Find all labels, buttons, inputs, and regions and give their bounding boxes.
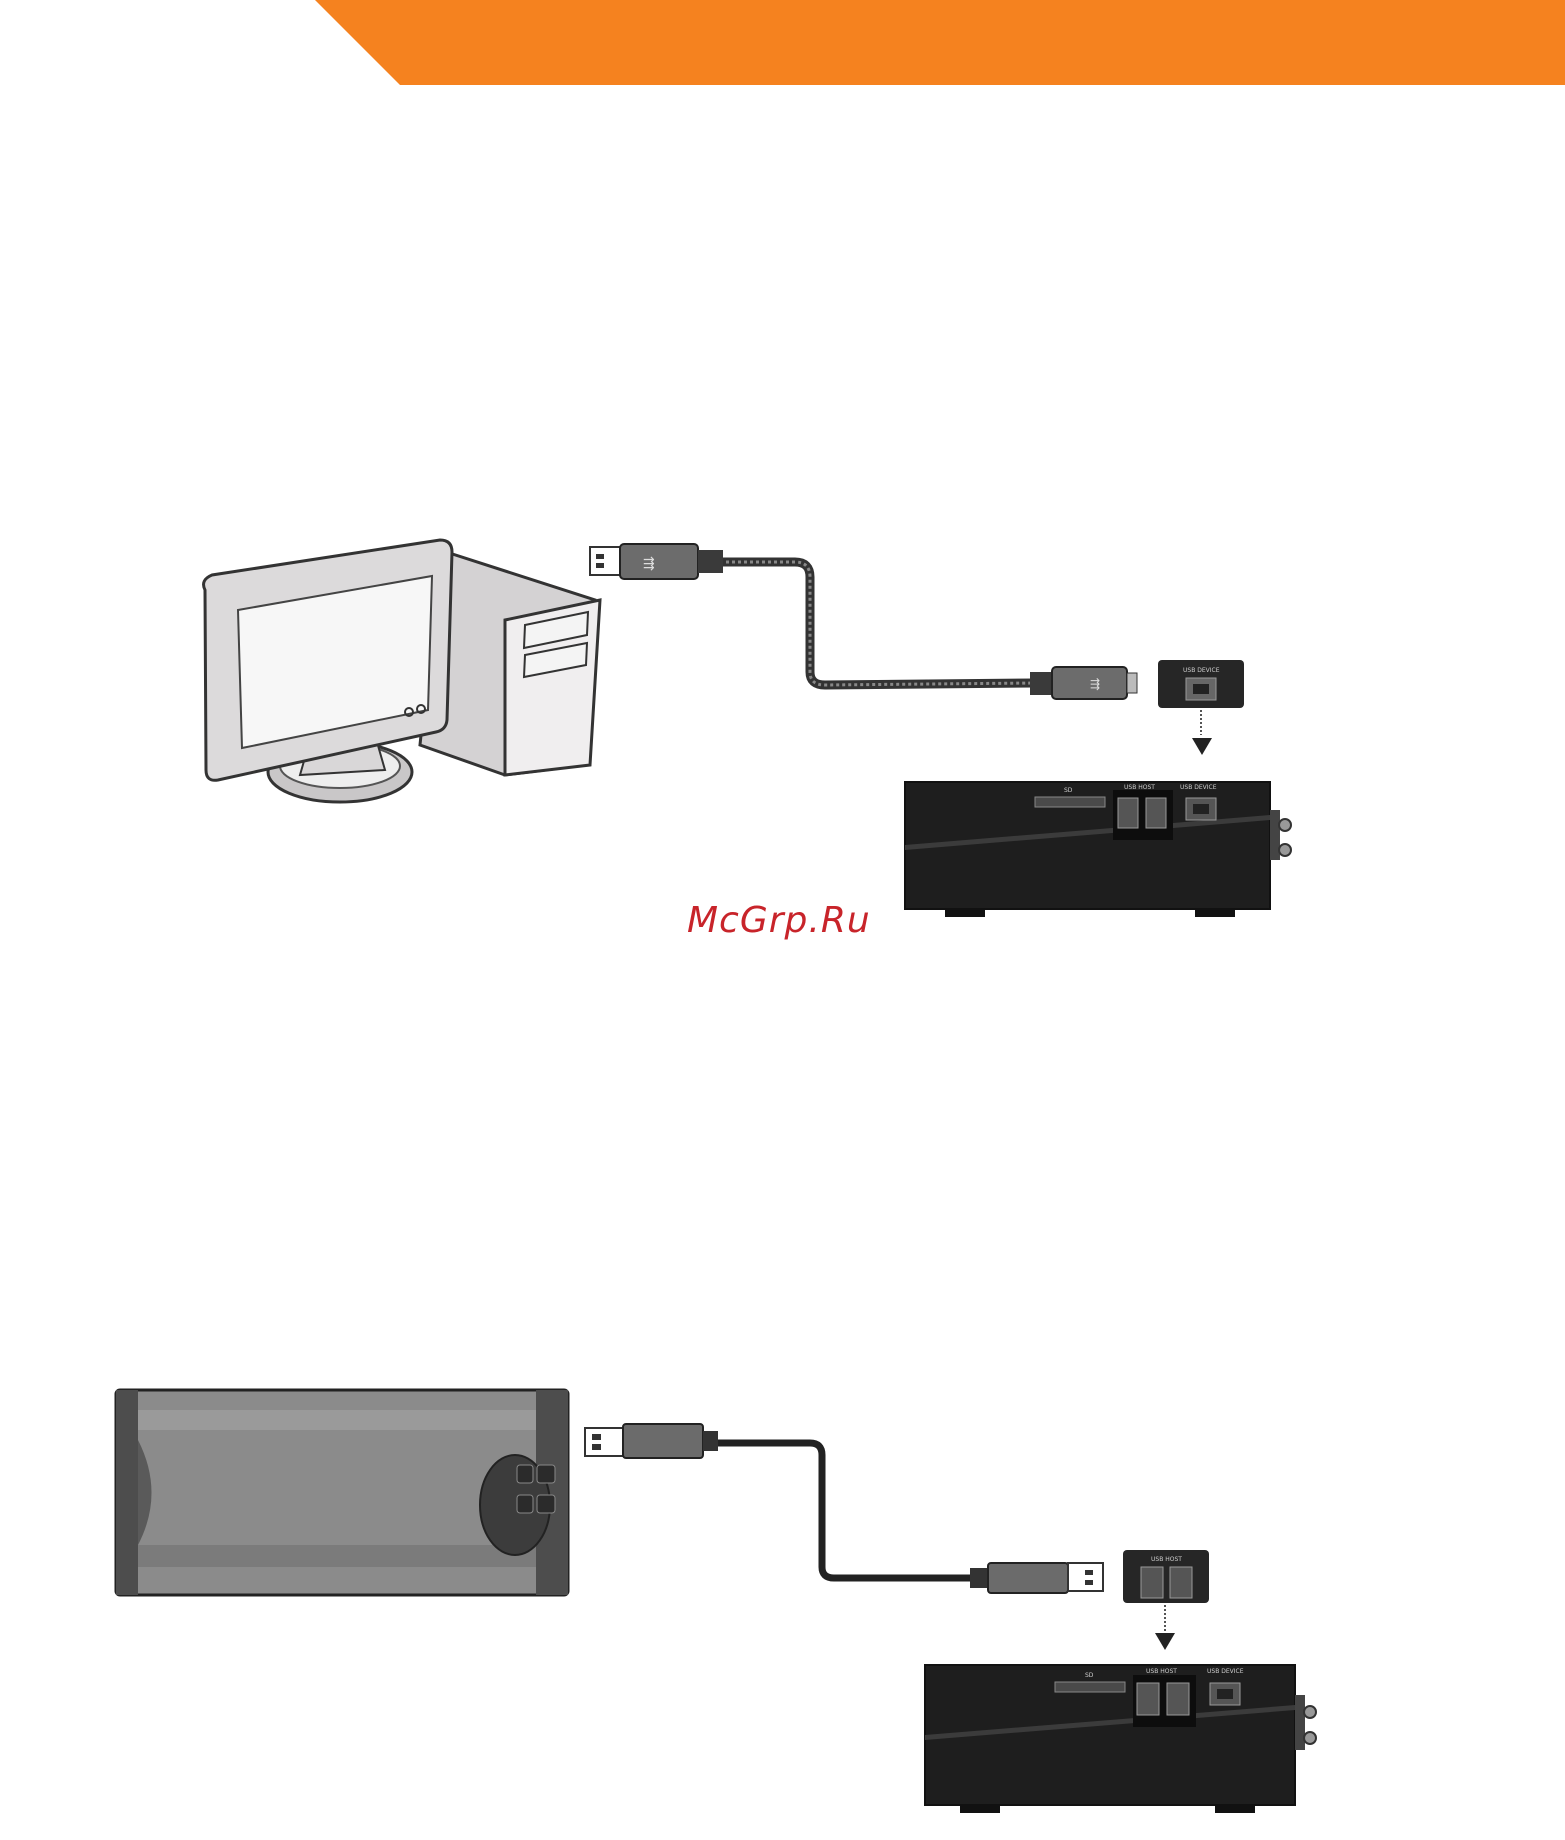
arrow-down-icon [1155,1633,1175,1650]
svg-text:⇶: ⇶ [1090,677,1100,691]
svg-text:SD: SD [1085,1672,1094,1679]
svg-text:SD: SD [1064,787,1073,794]
svg-text:USB DEVICE: USB DEVICE [1180,784,1217,791]
svg-text:USB HOST: USB HOST [1124,784,1155,791]
desktop-computer-illustration [204,540,600,802]
media-player-illustration: SD USB HOST USB DEVICE [905,782,1291,917]
usb-cable-a-to-b: ⇶ ⇶ [590,544,1137,699]
usb-device-port-callout: USB DEVICE [1158,660,1244,755]
usb-cable-a-to-a [585,1424,1103,1593]
arrow-down-icon [1192,738,1212,755]
media-player-illustration-bottom: SD USB HOST USB DEVICE [925,1665,1316,1813]
usb-symbol-icon: ⇶ [643,556,655,572]
usb-device-port-label: USB DEVICE [1183,667,1220,674]
usb-host-port-callout: USB HOST [1123,1550,1209,1650]
external-hard-drive-illustration [116,1390,568,1595]
connection-diagram-hdd: USB HOST SD USB HOST USB DEVICE [0,1320,1565,1840]
usb-host-port-label: USB HOST [1151,1556,1182,1563]
svg-text:USB HOST: USB HOST [1146,1668,1177,1675]
svg-text:USB DEVICE: USB DEVICE [1207,1668,1244,1675]
connection-diagram-pc: ⇶ ⇶ USB DEVICE SD USB HOST USB DEVICE [0,0,1565,1000]
watermark-text: McGrp.Ru [687,900,871,941]
